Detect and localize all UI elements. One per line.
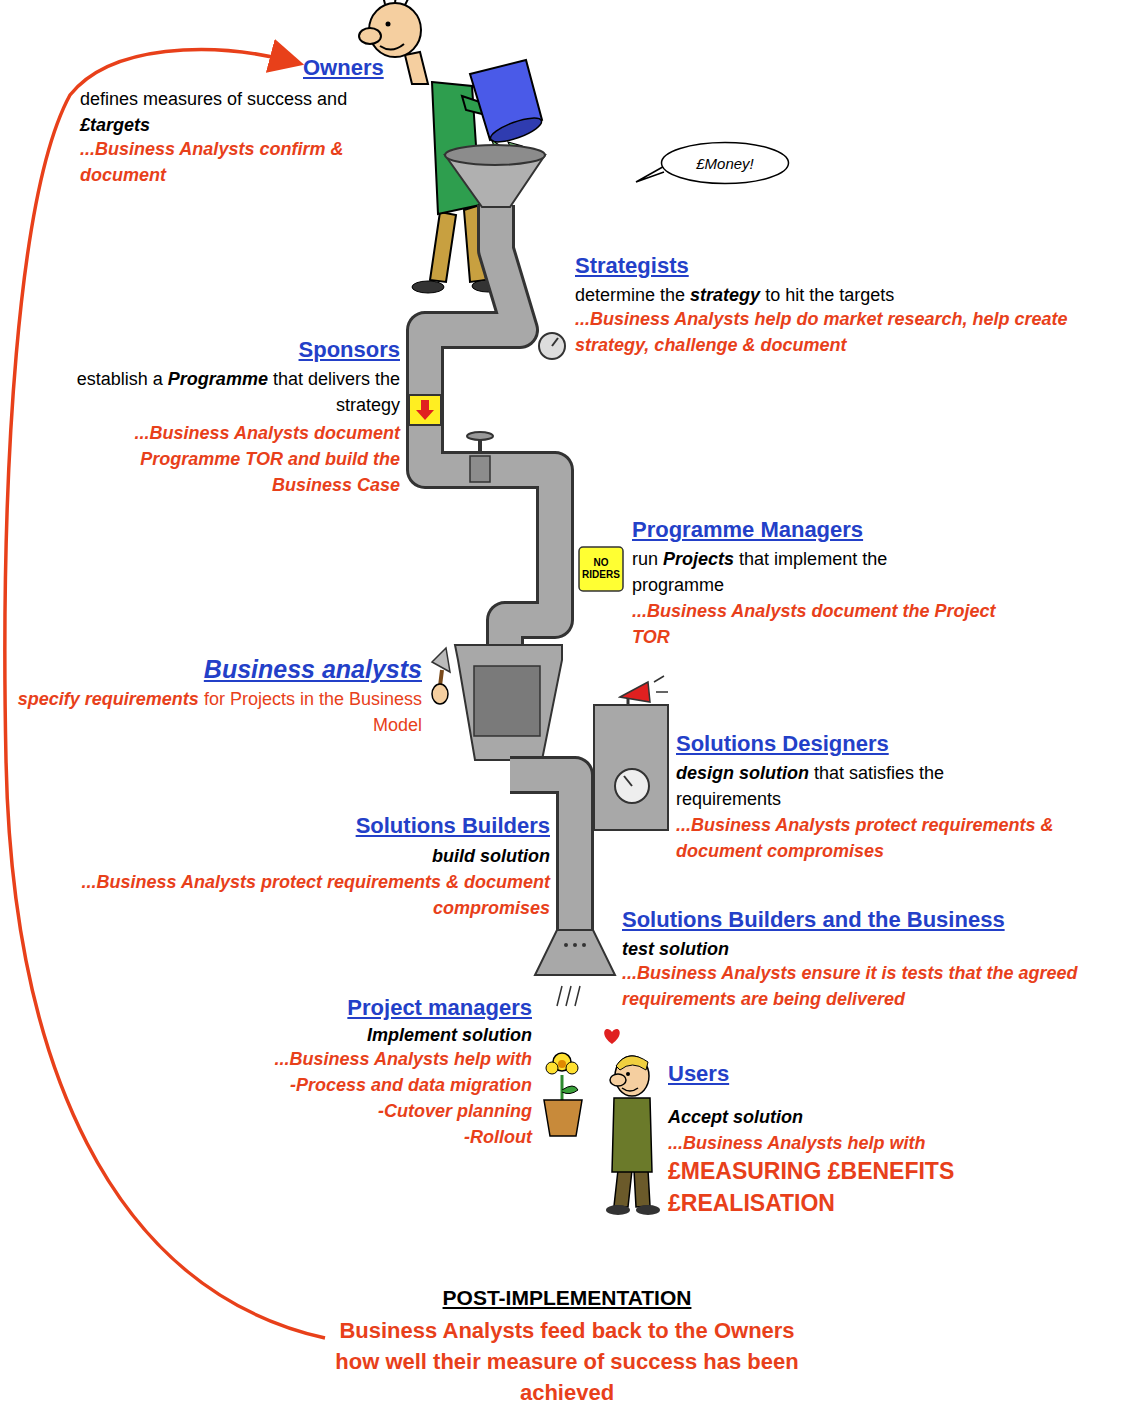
text-group: Solutions Builders [250,812,550,841]
role-heading: Solutions Builders [356,813,550,838]
text-group: ...Business Analysts document the Projec… [632,598,1022,650]
text-group: test solution [622,936,922,962]
role-description: that delivers the strategy [273,369,400,415]
analyst-note: specify requirements [18,689,199,709]
analyst-note: -Cutover planning [212,1098,532,1124]
warning-sign: NO RIDERS [578,546,624,592]
analyst-note: ...Business Analysts document Programme … [135,423,400,495]
role-action: test solution [622,939,729,959]
role-action: Accept solution [668,1107,803,1127]
role-description: determine the [575,285,685,305]
analyst-note: ...Business Analysts confirm & document [80,139,343,185]
role-action: Programme [168,369,268,389]
role-description: run [632,549,658,569]
role-description: to hit the targets [765,285,894,305]
section-heading: POST-IMPLEMENTATION [443,1286,692,1309]
role-action: Projects [663,549,734,569]
text-group: Business Analysts feed back to the Owner… [334,1316,800,1409]
motion-lines [557,986,580,1006]
text-group: defines measures of success and £targets [80,86,430,138]
analyst-hand [432,648,450,704]
text-group: design solution that satisfies the requi… [676,760,1021,812]
text-group: ...Business Analysts help with [668,1130,1068,1156]
text-group: POST-IMPLEMENTATION [367,1284,767,1313]
speech-bubble: £Money! [660,141,790,185]
text-group: Solutions Builders and the Business [622,906,1117,935]
role-heading: Strategists [575,253,689,278]
text-group: ...Business Analysts help do market rese… [575,306,1105,358]
role-heading: Project managers [347,995,532,1020]
benefits-note: £MEASURING £BENEFITS £REALISATION [668,1158,954,1216]
text-group: Programme Managers [632,516,1032,545]
role-action: Implement solution [367,1025,532,1045]
user-figure [604,1029,660,1215]
role-action: strategy [690,285,760,305]
role-action: £targets [80,112,430,138]
text-group: build solution [250,843,550,869]
role-action: design solution [676,763,809,783]
feedback-note: Business Analysts feed back to the Owner… [335,1318,798,1405]
bubble-ellipse [662,143,789,184]
text-group: Sponsors [100,336,400,365]
analyst-note: ...Business Analysts protect requirement… [676,815,1053,861]
text-group: Business analysts [122,654,422,687]
analyst-note: ...Business Analysts ensure it is tests … [622,963,1077,1009]
analyst-note: ...Business Analysts protect requirement… [82,872,550,918]
text-group: ...Business Analysts ensure it is tests … [622,960,1118,1012]
text-group: Accept solution [668,1104,968,1130]
analyst-note: ...Business Analysts document the Projec… [632,601,995,647]
flower-pot [544,1053,582,1136]
text-group: ...Business Analysts confirm & document [80,136,425,188]
owner-figure [359,0,544,293]
text-group: run Projects that implement the programm… [632,546,967,598]
text-group: Implement solution [232,1022,532,1048]
role-heading: Solutions Designers [676,731,889,756]
bubble-text: £Money! [696,155,754,172]
text-group: Project managers [232,994,532,1023]
sign-rect [579,547,623,591]
text-group: Strategists [575,252,875,281]
role-heading: Owners [303,55,384,80]
text-group: ...Business Analysts help with-Process a… [212,1046,532,1150]
role-heading: Users [668,1061,729,1086]
role-description: defines measures of success and [80,89,347,109]
text-group: specify requirements for Projects in the… [10,686,422,738]
role-heading: Solutions Builders and the Business [622,907,1005,932]
text-group: establish a Programme that delivers the … [20,366,400,418]
text-group: Solutions Designers [676,730,1076,759]
text-group: Users [668,1060,968,1089]
text-group: determine the strategy to hit the target… [575,282,1095,308]
role-heading: Sponsors [299,337,400,362]
text-group: £MEASURING £BENEFITS £REALISATION [668,1156,1028,1220]
analyst-note: -Process and data migration [212,1072,532,1098]
sign-text: NO RIDERS [581,557,621,581]
analyst-note: ...Business Analysts help with [212,1046,532,1072]
role-description: establish a [77,369,163,389]
analyst-note: for Projects in the Business Model [204,689,422,735]
analyst-note: ...Business Analysts help do market rese… [575,309,1068,355]
analyst-note: ...Business Analysts help with [668,1133,925,1153]
analyst-note: -Rollout [212,1124,532,1150]
text-group: ...Business Analysts document Programme … [104,420,400,498]
text-group: ...Business Analysts protect requirement… [70,869,550,921]
text-group: ...Business Analysts protect requirement… [676,812,1116,864]
role-heading: Business analysts [204,655,422,683]
role-heading: Programme Managers [632,517,863,542]
role-action: build solution [432,846,550,866]
text-group: Owners [303,54,503,83]
